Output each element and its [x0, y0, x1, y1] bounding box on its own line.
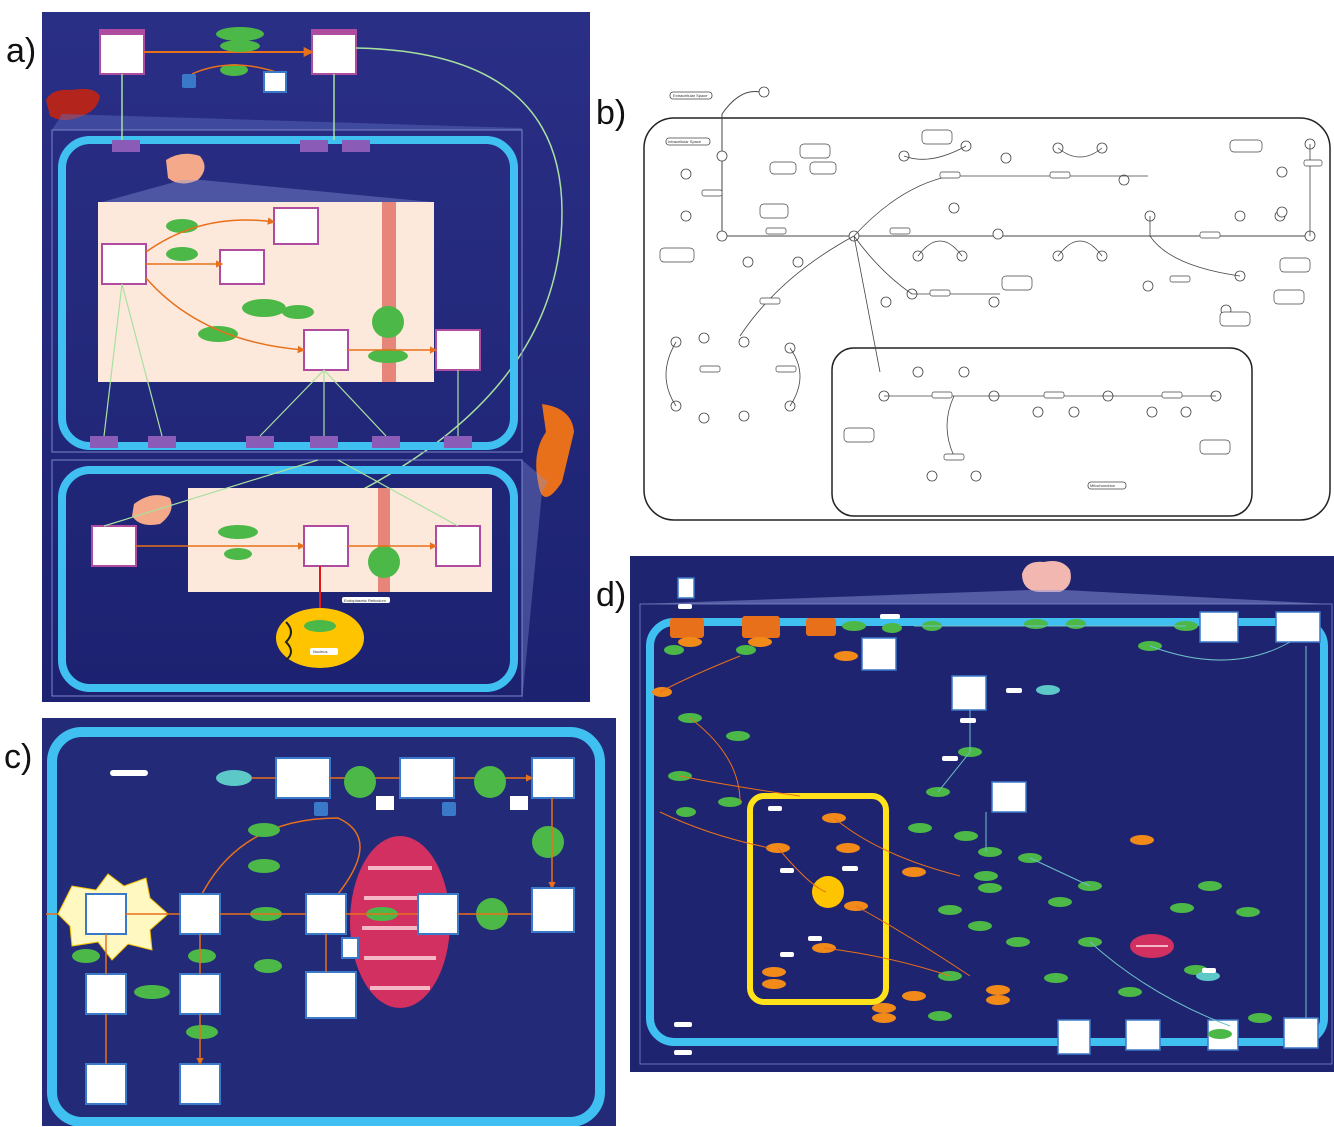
- compound-box: [219, 249, 265, 285]
- compound-box: [85, 1063, 127, 1105]
- compound-box: [435, 329, 481, 371]
- transporter: [444, 436, 472, 448]
- panel-label-d: d): [596, 576, 627, 614]
- transporter: [112, 140, 140, 152]
- panel-b-pathway: Extracellular Space Intracellular Space …: [640, 76, 1334, 524]
- mitochondrion-boundary: [831, 347, 1253, 517]
- panel-a-pathway: Nucleus Endoplasmic Reticulum: [42, 12, 590, 702]
- compound-box: [531, 887, 575, 933]
- compound-box: [275, 757, 331, 799]
- liver-cell-membrane: [58, 136, 518, 450]
- compound-box: [99, 29, 145, 75]
- nucleus-tag-text: Nucleus: [313, 649, 327, 654]
- compound-box: [91, 525, 137, 567]
- compound-box: [305, 893, 347, 935]
- nucleus-highlight: [747, 793, 889, 1005]
- enzyme-complex: [344, 766, 376, 798]
- brain-icon: [1022, 561, 1071, 592]
- compound-box: [435, 525, 481, 567]
- compound-box: [179, 893, 221, 935]
- cofactor-box: [263, 71, 287, 93]
- nucleus: [812, 876, 844, 908]
- compound-box: [311, 29, 357, 75]
- enzyme-complex: [532, 826, 564, 858]
- compound-box: [101, 243, 147, 285]
- intestine-icon: [536, 404, 574, 497]
- intracellular-space-label: Intracellular Space: [668, 139, 702, 144]
- enzyme-ellipse: [220, 64, 248, 76]
- receptor: [806, 618, 836, 636]
- receptor: [742, 616, 780, 638]
- extracellular-space-label: Extracellular Space: [673, 93, 708, 98]
- transporter: [372, 436, 400, 448]
- tissue-icon-intestine: [132, 495, 172, 525]
- dna-icon: [284, 621, 292, 661]
- cofactor-icon: [182, 74, 196, 88]
- substrate-ellipse: [216, 770, 252, 786]
- neuron-membrane: [646, 618, 1328, 1046]
- compound-box: [179, 1063, 221, 1105]
- panel-c-pathway: [42, 718, 616, 1126]
- mitochondrion-label: Mitochondrion: [1090, 483, 1115, 488]
- enzyme-complex: [372, 306, 404, 338]
- compound-box: [303, 525, 349, 567]
- enterocyte-membrane: [58, 466, 518, 692]
- enzyme-ellipse: [216, 27, 264, 41]
- compound-box: [85, 893, 127, 935]
- zoom-wedge-liver: [52, 114, 522, 130]
- transporter: [342, 140, 370, 152]
- mitochondrion: [350, 836, 450, 1008]
- compound-box: [85, 973, 127, 1015]
- transporter: [148, 436, 176, 448]
- enzyme-complex: [474, 766, 506, 798]
- nucleus: [276, 608, 364, 668]
- panel-label-c: c): [4, 738, 33, 776]
- compound-box: [417, 893, 459, 935]
- transporter: [246, 436, 274, 448]
- transporter: [90, 436, 118, 448]
- panel-label-a: a): [6, 32, 37, 70]
- compound-box: [179, 973, 221, 1015]
- compound-box: [399, 757, 455, 799]
- cell-boundary: [643, 117, 1331, 521]
- transporter: [300, 140, 328, 152]
- compound-box: [531, 757, 575, 799]
- panel-d-pathway: [630, 556, 1334, 1072]
- panel-label-b: b): [596, 94, 627, 132]
- tissue-icon-liver: [166, 153, 205, 184]
- receptor: [670, 618, 704, 638]
- compound-box: [305, 971, 357, 1019]
- cell-membrane: [47, 727, 605, 1126]
- compound-box: [273, 207, 319, 245]
- enzyme-ellipse: [220, 40, 260, 52]
- compound-box: [303, 329, 349, 371]
- transporter: [310, 436, 338, 448]
- cofactor-icon: [442, 802, 456, 816]
- liver-icon: [46, 88, 100, 120]
- er-tag-text: Endoplasmic Reticulum: [344, 598, 386, 603]
- cofactor-icon: [314, 802, 328, 816]
